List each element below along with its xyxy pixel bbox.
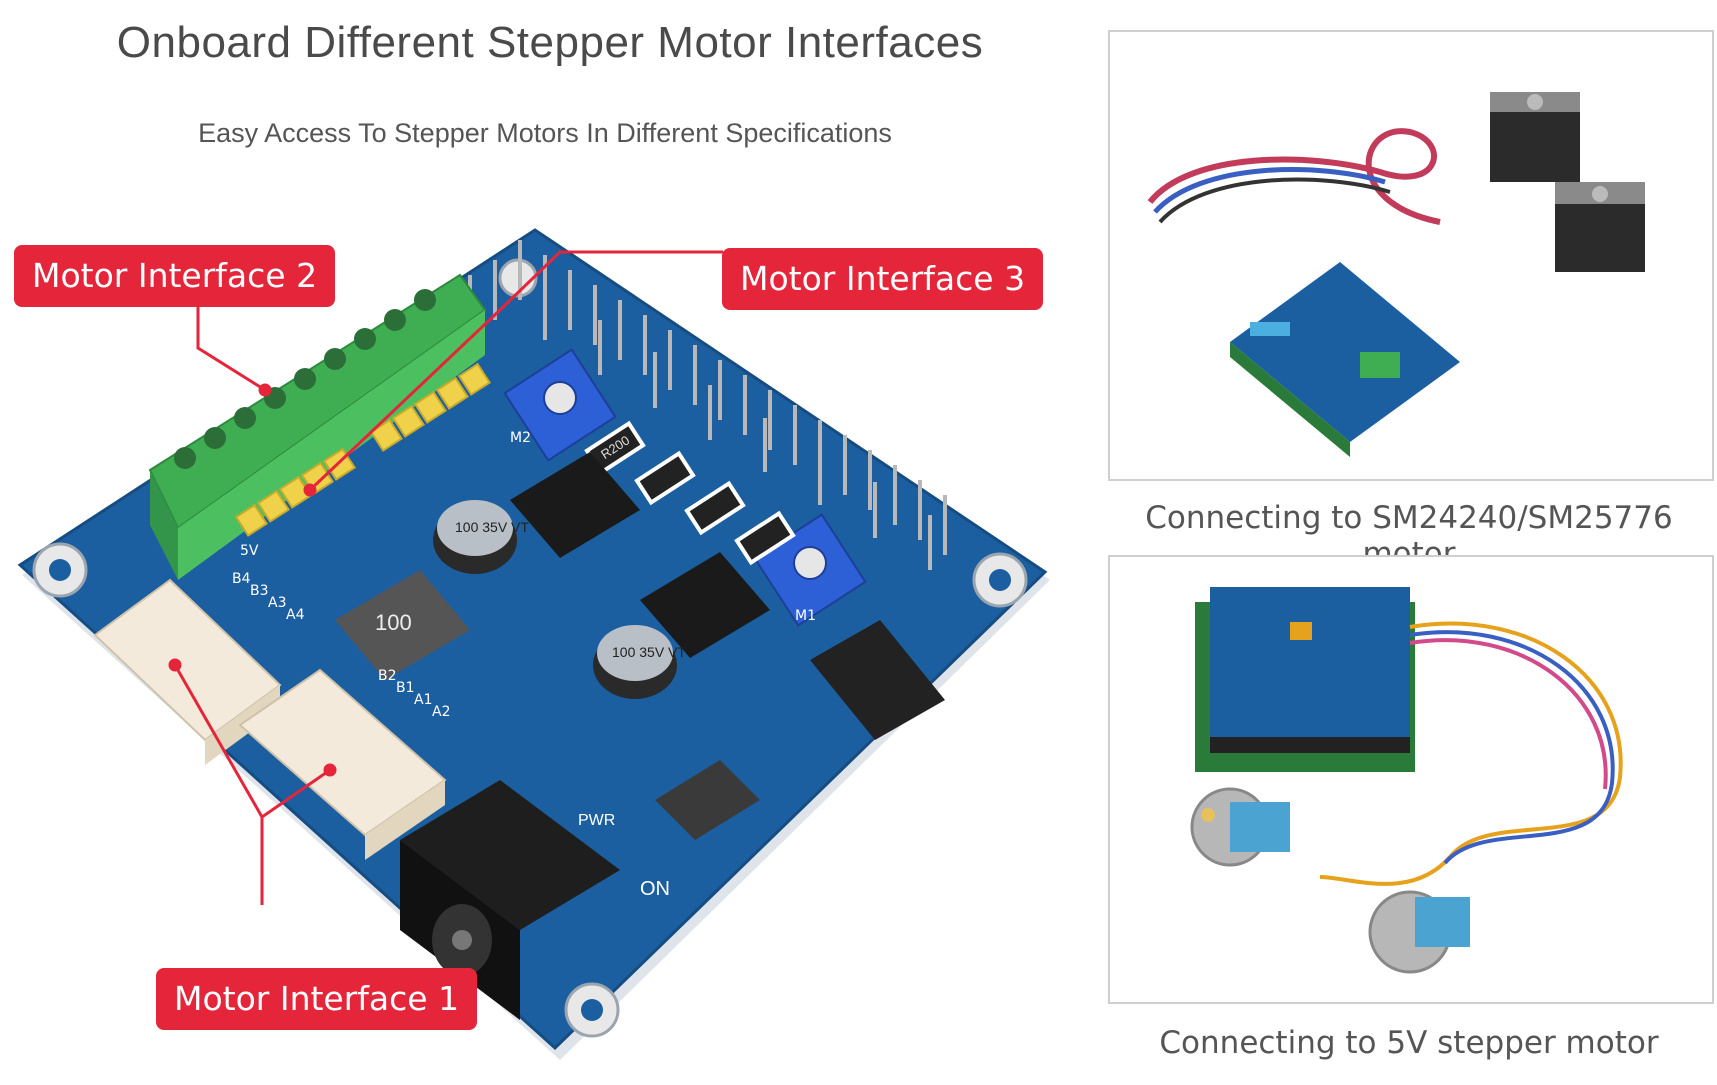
resistor-row: R200 — [584, 420, 796, 566]
driver-ic — [510, 452, 770, 658]
dc-power-jack — [400, 780, 620, 1020]
callout-motor-interface-1: Motor Interface 1 — [156, 968, 478, 1030]
board-illustration: R200 100 35V VT 100 35V VT 100 — [0, 180, 1100, 1080]
dip-switch — [810, 620, 945, 740]
switch-on-label: ON — [640, 878, 670, 900]
inductor: 100 — [335, 570, 470, 680]
yellow-header-2 — [369, 362, 491, 452]
gpio-header — [468, 240, 947, 570]
page-subtitle: Easy Access To Stepper Motors In Differe… — [198, 118, 892, 148]
silk-b4-label: B4 — [232, 571, 251, 587]
5v-motor-illustration — [1190, 587, 1623, 974]
stepper-motor-2 — [1555, 182, 1645, 272]
capacitor: 100 35V VT — [593, 625, 686, 699]
stepper-motor-1 — [1490, 92, 1580, 182]
callout-motor-interface-2: Motor Interface 2 — [14, 245, 336, 307]
28byj-48-motor-1 — [1190, 787, 1290, 867]
silk-a2-label: A2 — [432, 704, 450, 720]
slide-switch: ON — [640, 760, 760, 900]
silk-b2-label: B2 — [378, 668, 397, 684]
silk-b1-label: B1 — [396, 680, 415, 696]
silk-a1-label: A1 — [414, 692, 432, 708]
silk-5v-label: 5V — [240, 543, 259, 559]
potentiometer — [503, 348, 617, 462]
photo-nema-motor-setup — [1108, 30, 1714, 481]
page-title: Onboard Different Stepper Motor Interfac… — [116, 18, 984, 67]
capacitor-label: 100 35V VT — [455, 519, 529, 535]
28byj-48-motor-2 — [1368, 890, 1470, 974]
inductor-label: 100 — [375, 610, 412, 635]
silk-m1-label: M1 — [795, 608, 816, 624]
nema-motor-illustration — [1147, 92, 1645, 457]
silk-m2-label: M2 — [510, 430, 531, 446]
stepper-motor-hat-board: R200 100 35V VT 100 35V VT 100 — [17, 228, 1050, 1060]
silk-a4-label: A4 — [286, 607, 305, 623]
silk-b3-label: B3 — [250, 583, 269, 599]
capacitor: 100 35V VT — [433, 500, 529, 574]
photo-5v-motor-setup — [1108, 555, 1714, 1004]
capacitor-label: 100 35V VT — [612, 644, 686, 660]
hat-on-raspberry-pi-2 — [1195, 587, 1415, 772]
jst-connector-b — [238, 668, 447, 860]
callout-leaders — [168, 250, 723, 905]
silk-a3-label: A3 — [268, 595, 286, 611]
hat-on-raspberry-pi — [1230, 262, 1460, 457]
callout-motor-interface-3: Motor Interface 3 — [722, 248, 1044, 310]
pwr-label: PWR — [578, 812, 615, 829]
caption-5v-motor: Connecting to 5V stepper motor — [1159, 1025, 1659, 1061]
